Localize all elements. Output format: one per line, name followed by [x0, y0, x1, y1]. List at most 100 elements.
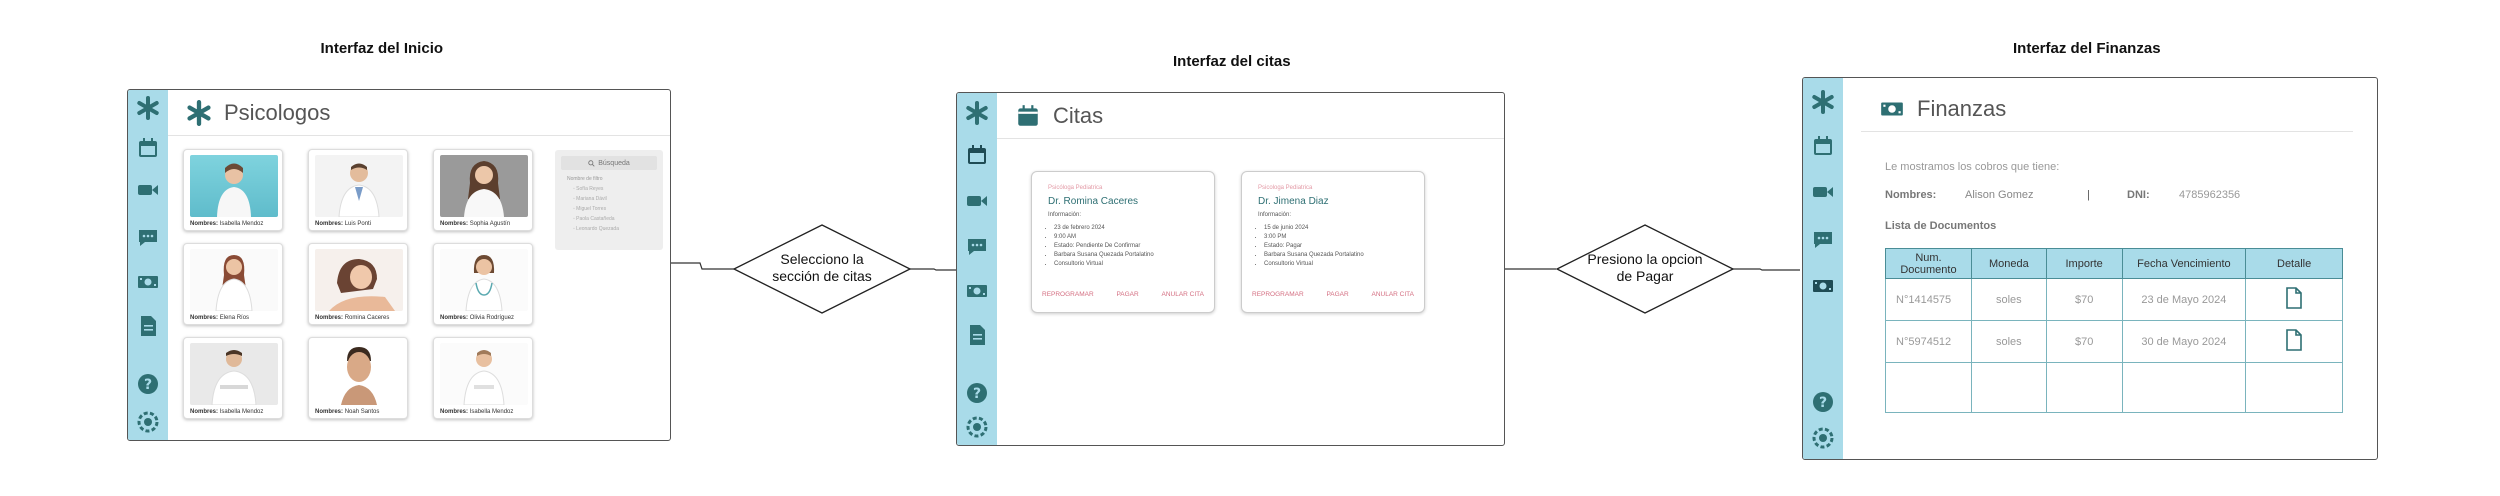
settings-icon[interactable]: [134, 410, 162, 434]
chat-icon[interactable]: [134, 226, 162, 250]
video-icon[interactable]: [963, 189, 991, 213]
doctor-card[interactable]: Nombres: Romina Caceres: [308, 243, 408, 325]
detail-item: Consultorio Virtual: [1054, 260, 1154, 269]
sidebar: ?: [1803, 78, 1843, 459]
file-icon[interactable]: [2284, 329, 2304, 351]
table-cell: [2045, 362, 2123, 413]
finanzas-header: Finanzas: [1861, 86, 2353, 132]
doctor-name: Nombres: Sophia Agustín: [440, 221, 511, 227]
file-icon[interactable]: [2284, 287, 2304, 309]
detail-item: Estado: Pagar: [1264, 242, 1364, 251]
table-cell: [1885, 362, 1972, 413]
svg-text:?: ?: [973, 386, 981, 402]
settings-icon[interactable]: [963, 415, 991, 439]
detail-item: 3:00 PM: [1264, 233, 1364, 242]
money-icon[interactable]: [963, 279, 991, 303]
info-label: Información:: [1258, 212, 1292, 218]
documents-title: Lista de Documentos: [1885, 220, 1997, 232]
doctor-name: Dr. Romina Caceres: [1048, 196, 1139, 207]
doctor-specialty: Psicóloga Pediatrica: [1048, 185, 1103, 191]
document-icon[interactable]: [963, 323, 991, 347]
help-icon[interactable]: ?: [1809, 390, 1837, 414]
doctor-name: Nombres: Isabella Mendoz: [190, 221, 264, 227]
asterisk-icon[interactable]: [134, 96, 162, 120]
pay-button[interactable]: PAGAR: [1116, 291, 1139, 298]
asterisk-icon[interactable]: [1809, 90, 1837, 114]
money-icon[interactable]: [1809, 274, 1837, 298]
table-cell: [2121, 362, 2247, 413]
help-icon[interactable]: ?: [963, 381, 991, 405]
table-cell: $70: [2045, 278, 2123, 321]
doctor-name: Nombres: Noah Santos: [315, 409, 380, 415]
table-cell: N°5974512: [1885, 320, 1972, 363]
doctor-photo: [190, 249, 278, 312]
table-row: N°5974512 soles $70 30 de Mayo 2024: [1885, 320, 2343, 363]
doctor-card[interactable]: Nombres: Sophia Agustín: [433, 149, 533, 231]
doctor-photo: [440, 343, 528, 406]
citas-header: Citas: [997, 93, 1504, 139]
money-icon: [1879, 96, 1905, 122]
document-icon[interactable]: [134, 314, 162, 338]
video-icon[interactable]: [1809, 180, 1837, 204]
chat-icon[interactable]: [1809, 228, 1837, 252]
names-value: Alison Gomez: [1965, 189, 2034, 201]
video-icon[interactable]: [134, 178, 162, 202]
column-header: Fecha Vencimiento: [2121, 248, 2247, 279]
asterisk-icon[interactable]: [963, 101, 991, 125]
appointment-details: 15 de junio 2024 3:00 PM Estado: Pagar B…: [1264, 224, 1364, 269]
reschedule-button[interactable]: REPROGRAMAR: [1042, 291, 1094, 298]
doctor-card[interactable]: Nombres: Elena Ríos: [183, 243, 283, 325]
sidebar: ?: [957, 93, 997, 445]
calendar-icon: [1015, 103, 1041, 129]
info-separator: |: [2087, 189, 2090, 201]
filter-option[interactable]: ◦ Sofía Reyes: [573, 186, 604, 192]
doctor-name: Nombres: Luis Ponti: [315, 221, 372, 227]
search-input[interactable]: Búsqueda: [561, 156, 657, 170]
cancel-appointment-button[interactable]: ANULAR CITA: [1371, 291, 1415, 298]
calendar-icon[interactable]: [134, 136, 162, 160]
table-cell: [2245, 320, 2343, 363]
calendar-icon[interactable]: [963, 143, 991, 167]
money-icon[interactable]: [134, 270, 162, 294]
help-icon[interactable]: ?: [134, 372, 162, 396]
pay-button[interactable]: PAGAR: [1326, 291, 1349, 298]
doctor-photo: [440, 249, 528, 312]
filter-option[interactable]: ◦ Leonardo Quezada: [573, 226, 619, 232]
chat-icon[interactable]: [963, 235, 991, 259]
flow-step-1-label: Selecciono la sección de citas: [772, 251, 872, 284]
detail-item: Consultorio Virtual: [1264, 260, 1364, 269]
flow-step-2-label: Presiono la opcion de Pagar: [1587, 251, 1703, 284]
doctor-name: Nombres: Elena Ríos: [190, 315, 250, 321]
filter-title: Nombre de filtro: [567, 176, 603, 182]
settings-icon[interactable]: [1809, 426, 1837, 450]
doctor-card[interactable]: Nombres: Isabella Mendoz: [183, 149, 283, 231]
reschedule-button[interactable]: REPROGRAMAR: [1252, 291, 1304, 298]
svg-text:?: ?: [1819, 395, 1827, 411]
dni-value: 4785962356: [2179, 189, 2241, 201]
detail-item: 15 de junio 2024: [1264, 224, 1364, 233]
filter-option[interactable]: ◦ Paola Castañeda: [573, 216, 615, 222]
filter-option[interactable]: ◦ Miguel Torres: [573, 206, 607, 212]
finanzas-screen: ? Finanzas Le mostramos los cobros que t…: [1802, 77, 2378, 460]
doctor-card[interactable]: Nombres: Isabella Mendoz: [433, 337, 533, 419]
doctor-photo: [440, 155, 528, 217]
filter-option[interactable]: ◦ Mariana Dávil: [573, 196, 607, 202]
detail-item: 23 de febrero 2024: [1054, 224, 1154, 233]
doctor-card[interactable]: Nombres: Luis Ponti: [308, 149, 408, 231]
page-title: Citas: [1053, 102, 1104, 128]
doctor-card[interactable]: Nombres: Olivia Rodríguez: [433, 243, 533, 325]
search-icon: [588, 159, 595, 167]
title-inicio: Interfaz del Inicio: [320, 40, 444, 57]
documents-table: Num. Documento Moneda Importe Fecha Venc…: [1885, 248, 2343, 413]
info-label: Información:: [1048, 212, 1082, 218]
table-cell: [2245, 278, 2343, 321]
table-cell: [2245, 362, 2343, 413]
table-cell: 23 de Mayo 2024: [2121, 278, 2247, 321]
doctor-photo: [315, 249, 403, 311]
svg-text:?: ?: [144, 377, 152, 393]
calendar-icon[interactable]: [1809, 134, 1837, 158]
cancel-appointment-button[interactable]: ANULAR CITA: [1161, 291, 1205, 298]
doctor-name: Nombres: Olivia Rodríguez: [440, 315, 515, 321]
doctor-card[interactable]: Nombres: Isabella Mendoz: [183, 337, 283, 419]
doctor-card[interactable]: Nombres: Noah Santos: [308, 337, 408, 419]
